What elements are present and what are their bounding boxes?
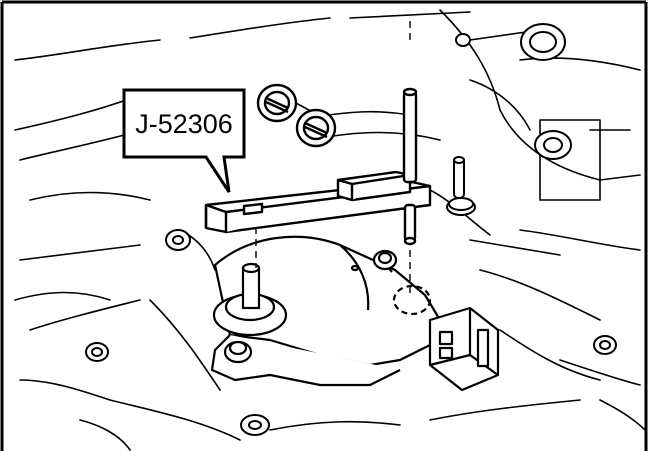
- sensor-connector: [428, 306, 500, 392]
- range-sensor: [210, 235, 442, 387]
- slotted-plugs: [256, 83, 337, 148]
- housing-bosses: [85, 23, 617, 436]
- alignment-centerlines: [255, 20, 411, 298]
- tool-number-label: J-52306: [135, 109, 233, 139]
- manual-shaft: [212, 262, 288, 337]
- tool-callout: J-52306: [122, 88, 246, 193]
- alignment-stud: [446, 156, 476, 216]
- alignment-tool: [204, 87, 432, 246]
